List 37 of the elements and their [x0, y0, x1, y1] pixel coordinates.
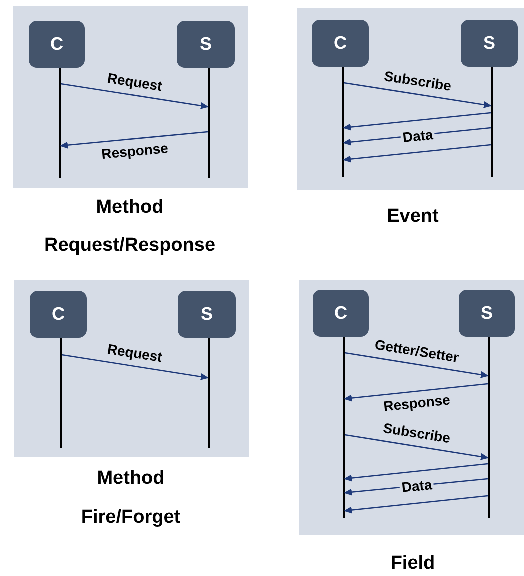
- participant-box: S: [177, 21, 235, 68]
- message-arrow: [344, 463, 488, 482]
- panel-caption: Method: [96, 196, 164, 220]
- panel-caption: Fire/Forget: [81, 506, 181, 530]
- panel-caption: Event: [387, 205, 439, 229]
- lifeline: [488, 337, 490, 518]
- panel-background: [13, 6, 248, 188]
- lifeline: [208, 68, 210, 178]
- lifeline: [342, 67, 344, 177]
- panel-background: [14, 280, 249, 457]
- participant-box: S: [459, 290, 515, 337]
- panel-background: [297, 8, 524, 190]
- message-arrow: [60, 83, 209, 110]
- participant-box: C: [312, 20, 369, 67]
- lifeline: [59, 68, 61, 178]
- message-arrow: [344, 383, 488, 402]
- message-arrow: [344, 495, 488, 514]
- message-arrow: [344, 434, 489, 460]
- lifeline: [60, 338, 62, 448]
- message-arrow: [343, 112, 492, 131]
- participant-box: C: [30, 291, 87, 338]
- participant-box: C: [29, 21, 85, 68]
- panel-caption: Method: [97, 467, 165, 491]
- message-arrow: [62, 354, 209, 380]
- panel-background: [299, 280, 524, 535]
- lifeline: [491, 67, 493, 177]
- message-arrow: [344, 82, 492, 108]
- participant-box: S: [178, 291, 236, 338]
- lifeline: [343, 337, 345, 518]
- message-arrow: [60, 131, 208, 149]
- message-arrow: [343, 144, 492, 163]
- participant-box: C: [313, 290, 369, 337]
- participant-box: S: [461, 20, 518, 67]
- lifeline: [208, 338, 210, 448]
- message-arrow: [344, 352, 489, 378]
- panel-caption: Request/Response: [44, 234, 216, 258]
- panel-caption: Field: [390, 552, 436, 576]
